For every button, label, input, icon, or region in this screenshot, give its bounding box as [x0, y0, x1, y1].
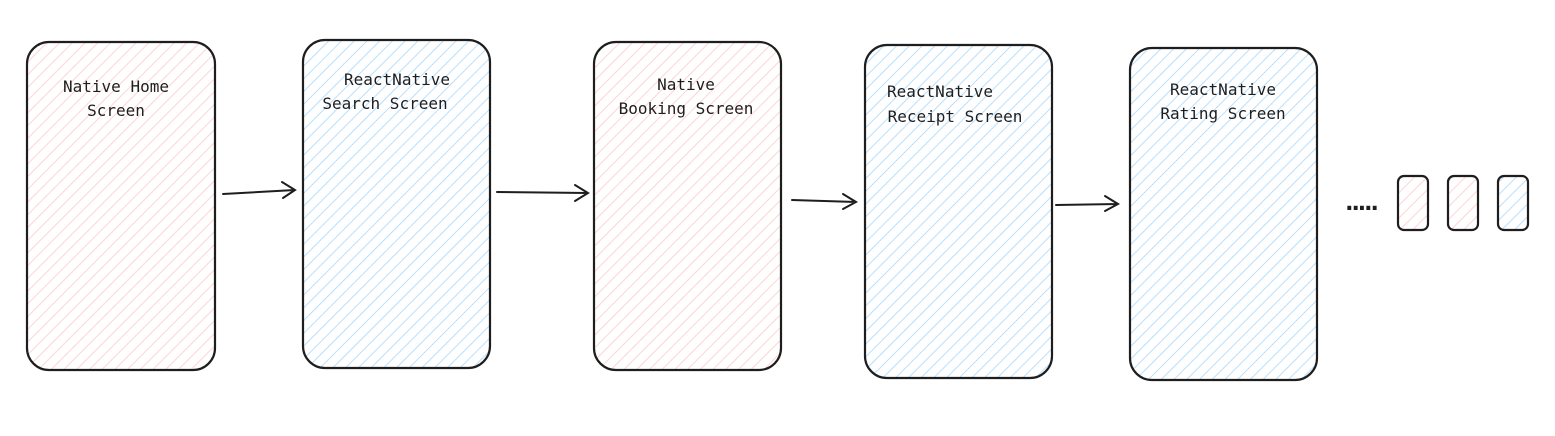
screen-label: ReactNative — [344, 70, 450, 89]
screen-label: Rating Screen — [1160, 104, 1285, 123]
screen-label: Receipt Screen — [888, 107, 1023, 126]
screen-react-native-search: ReactNative Search Screen — [301, 38, 492, 370]
screen-label: Search Screen — [322, 94, 447, 113]
screen-label: ReactNative — [887, 82, 993, 101]
screen-native-home: Native Home Screen — [25, 40, 217, 372]
screen-label: Native — [657, 75, 715, 94]
screen-label: Booking Screen — [619, 99, 754, 118]
mini-screen-native — [1396, 174, 1430, 232]
screen-native-booking: Native Booking Screen — [592, 40, 783, 372]
ellipsis: ..... — [1345, 191, 1377, 216]
arrow-home-to-search — [222, 181, 297, 199]
screen-label: ReactNative — [1170, 80, 1276, 99]
screen-label: Native Home — [63, 77, 169, 96]
arrow-search-to-booking — [496, 184, 590, 202]
mini-screen-react-native — [1496, 174, 1530, 232]
screen-label: Screen — [87, 101, 145, 120]
screen-react-native-rating: ReactNative Rating Screen — [1128, 46, 1319, 382]
mini-screen-native — [1446, 174, 1480, 232]
screen-react-native-receipt: ReactNative Receipt Screen — [863, 43, 1054, 380]
arrow-receipt-to-rating — [1055, 195, 1121, 212]
arrow-booking-to-receipt — [791, 193, 859, 210]
